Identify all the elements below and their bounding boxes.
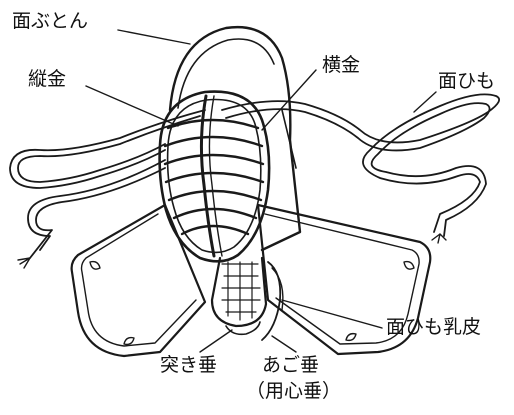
label-tategane: 縦金 xyxy=(28,70,66,89)
label-men-futon: 面ぶとん xyxy=(12,12,88,31)
tsuki-dare xyxy=(212,258,266,334)
face-grille xyxy=(160,92,270,262)
label-ago-dare: あご垂 xyxy=(262,356,319,375)
label-youjin-dare: （用心垂） xyxy=(246,382,341,401)
label-men-himo-chikawa: 面ひも乳皮 xyxy=(386,318,481,337)
leader-lines xyxy=(86,30,436,352)
men-himo-right xyxy=(222,94,499,243)
left-flap xyxy=(72,205,205,356)
label-men-himo: 面ひも xyxy=(438,72,495,91)
label-yokogane: 横金 xyxy=(322,56,360,75)
label-tsuki-dare: 突き垂 xyxy=(160,356,217,375)
